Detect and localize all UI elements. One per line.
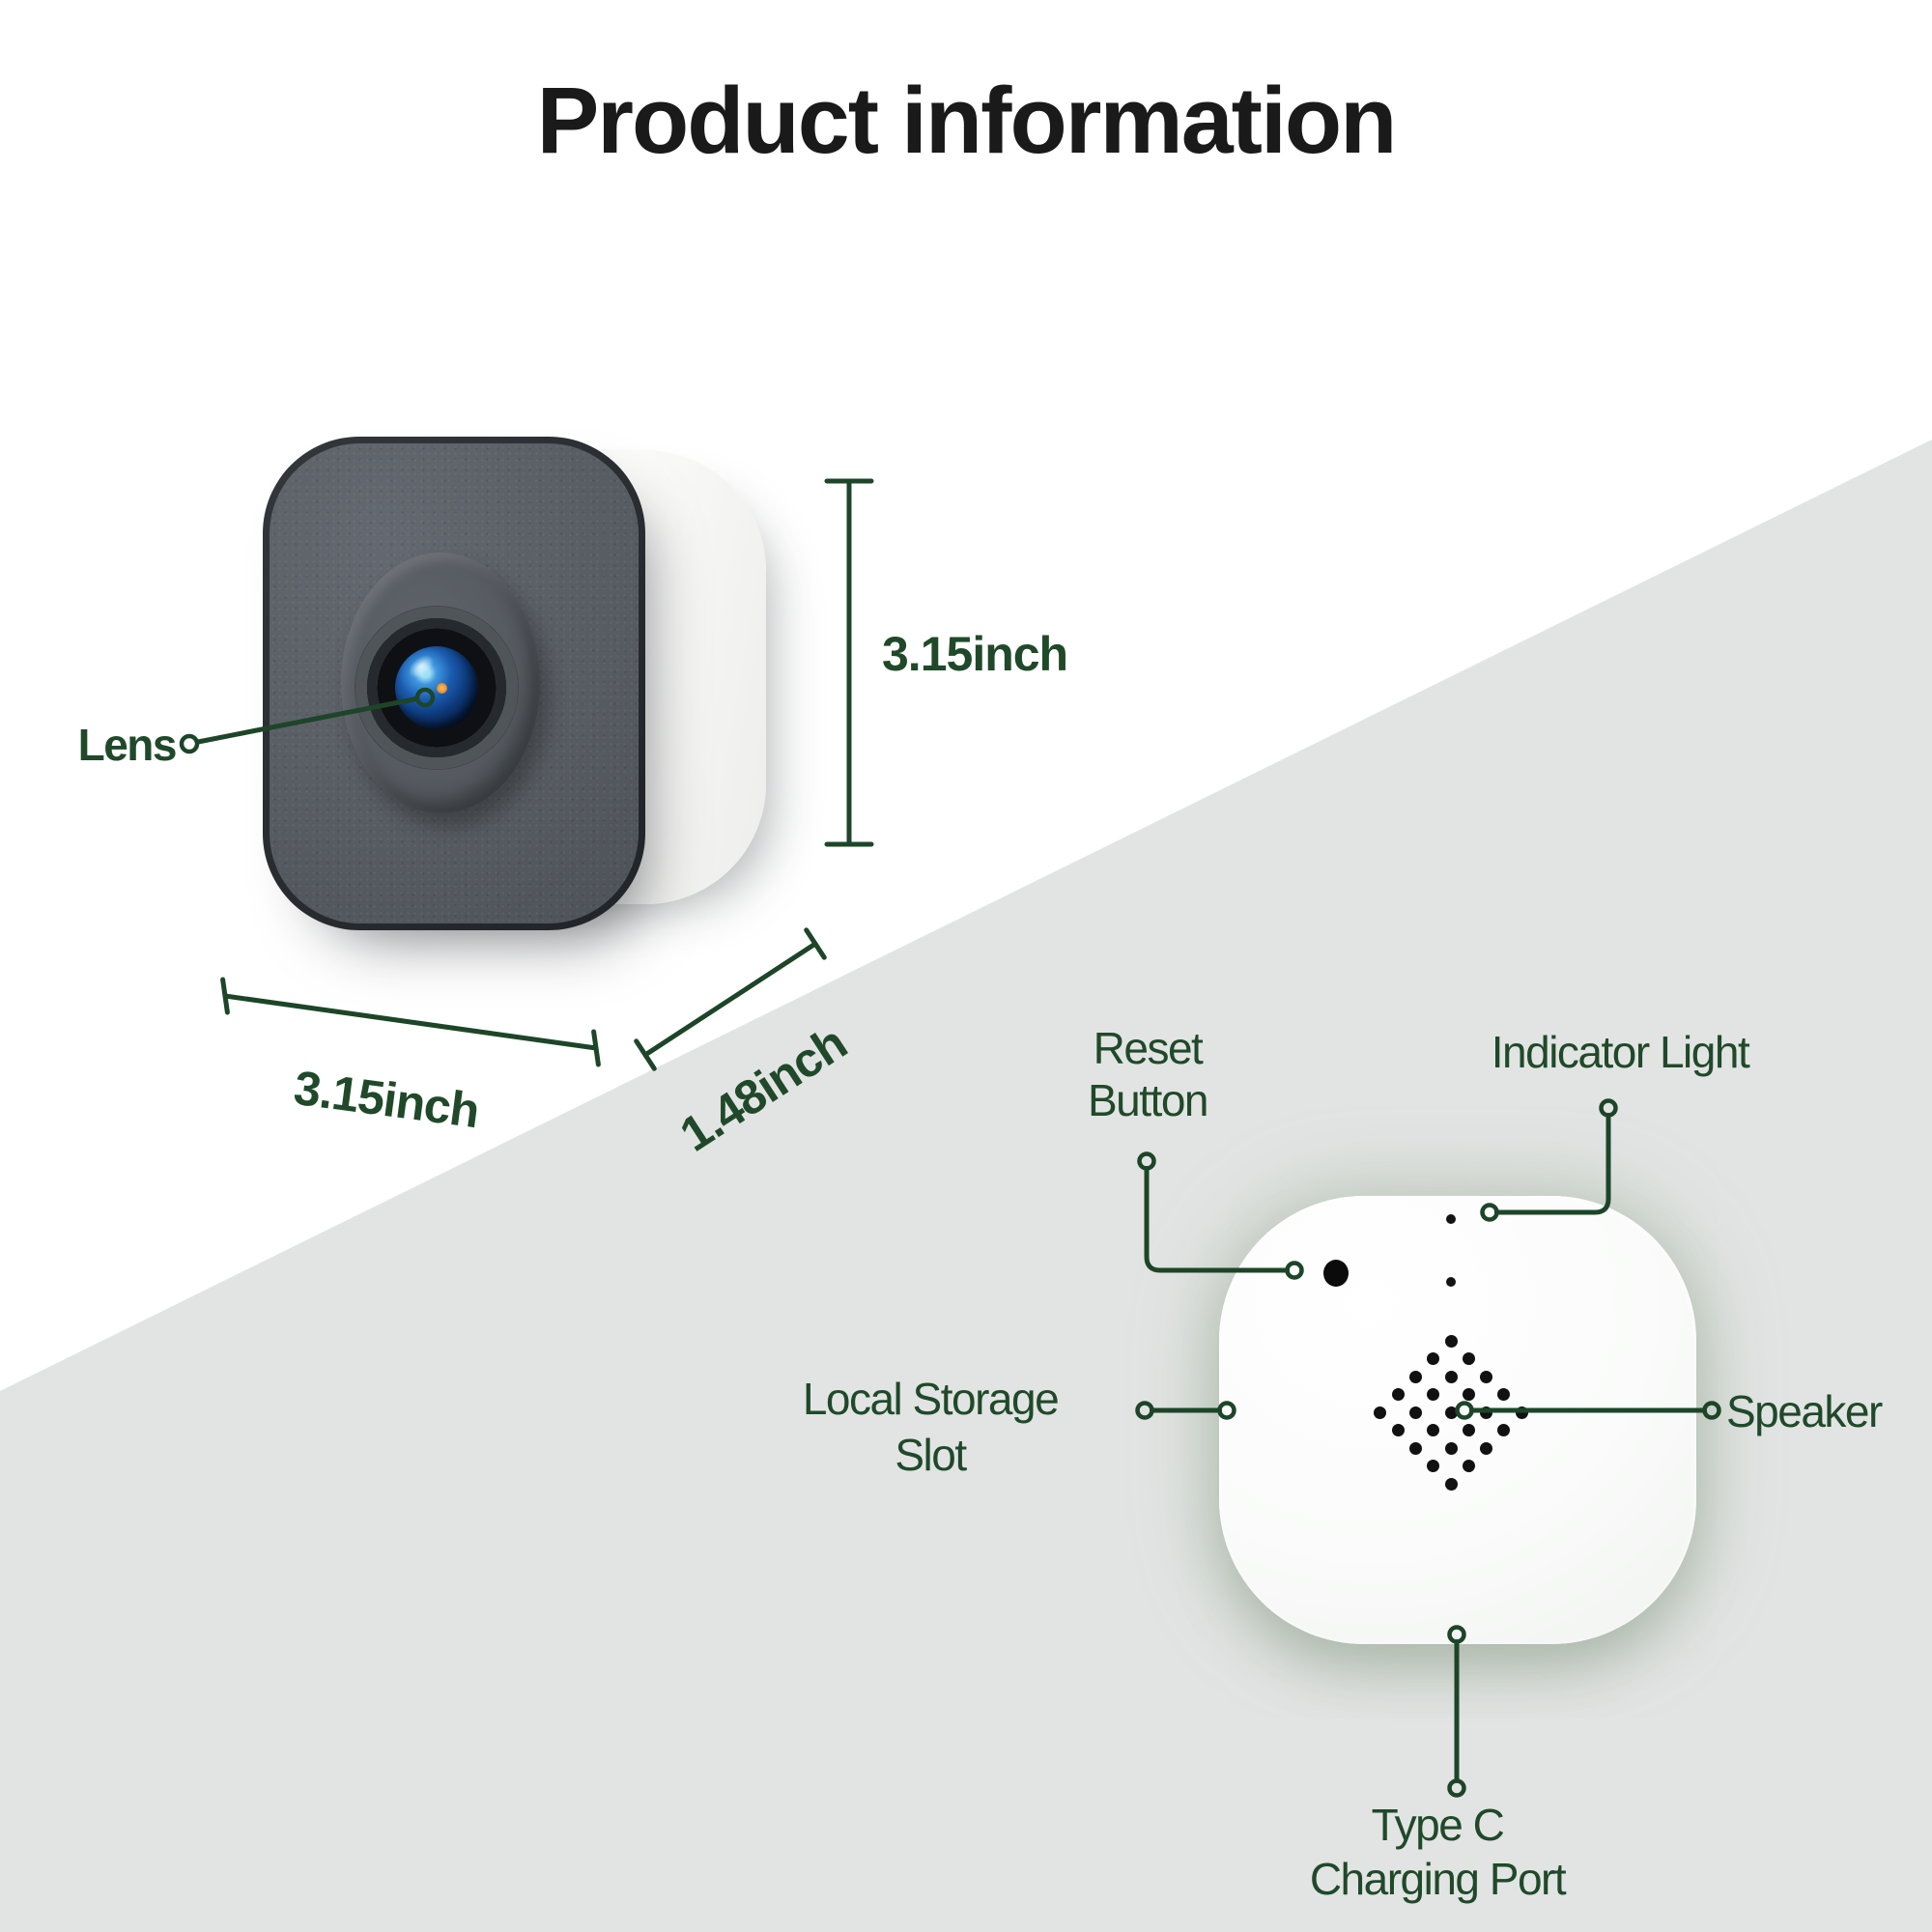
speaker-hole-dot bbox=[1480, 1441, 1493, 1455]
mic-hole-dot-icon bbox=[1446, 1277, 1456, 1287]
speaker-hole-dot bbox=[1480, 1370, 1493, 1383]
reset-button-label-line2: Button bbox=[1088, 1075, 1209, 1125]
speaker-hole-dot bbox=[1408, 1406, 1422, 1419]
height-dimension-line bbox=[824, 478, 874, 847]
speaker-hole-dot bbox=[1462, 1460, 1475, 1472]
speaker-hole-dot bbox=[1391, 1388, 1405, 1401]
reset-button-label-line1: Reset bbox=[1093, 1023, 1204, 1073]
speaker-hole-dot bbox=[1444, 1334, 1458, 1348]
speaker-hole-dot bbox=[1462, 1424, 1475, 1436]
speaker-hole-dot bbox=[1462, 1352, 1475, 1365]
speaker-hole-dot bbox=[1408, 1441, 1422, 1455]
speaker-hole-dot bbox=[1427, 1460, 1440, 1472]
speaker-hole-dot bbox=[1462, 1388, 1475, 1401]
speaker-hole-dot bbox=[1391, 1424, 1405, 1436]
type-c-label-line2: Charging Port bbox=[1309, 1854, 1567, 1904]
width-dimension-line bbox=[220, 977, 601, 1067]
reset-button-label: Reset Button bbox=[1022, 1022, 1273, 1126]
speaker-hole-dot bbox=[1497, 1388, 1511, 1401]
type-c-charging-port-label: Type C Charging Port bbox=[1196, 1798, 1679, 1906]
lens-label: Lens bbox=[77, 720, 178, 770]
speaker-hole-dot bbox=[1444, 1441, 1458, 1455]
speaker-hole-dot bbox=[1374, 1406, 1387, 1419]
speaker-label: Speaker bbox=[1726, 1386, 1883, 1436]
speaker-hole-dot bbox=[1408, 1370, 1422, 1383]
height-dimension-label: 3.15inch bbox=[882, 627, 1068, 681]
speaker-grid-icon bbox=[1354, 1316, 1548, 1509]
local-storage-label-line1: Local Storage bbox=[802, 1374, 1060, 1424]
reset-button-hole-icon bbox=[1323, 1260, 1349, 1287]
page-title: Product information bbox=[536, 68, 1398, 173]
speaker-hole-dot bbox=[1427, 1388, 1440, 1401]
indicator-light-label: Indicator Light bbox=[1491, 1027, 1750, 1077]
local-storage-label-line2: Slot bbox=[895, 1430, 967, 1480]
indicator-light-dot-icon bbox=[1446, 1214, 1456, 1224]
speaker-hole-dot bbox=[1444, 1370, 1458, 1383]
speaker-hole-dot bbox=[1427, 1424, 1440, 1436]
local-storage-slot-label: Local Storage Slot bbox=[737, 1371, 1123, 1483]
width-dimension-label: 3.15inch bbox=[291, 1060, 482, 1139]
speaker-hole-dot bbox=[1480, 1406, 1493, 1419]
lens-center-reflection bbox=[437, 683, 447, 694]
type-c-label-line1: Type C bbox=[1371, 1800, 1505, 1850]
speaker-hole-dot bbox=[1497, 1424, 1511, 1436]
speaker-hole-dot bbox=[1515, 1406, 1528, 1419]
speaker-hole-dot bbox=[1427, 1352, 1440, 1365]
speaker-hole-dot bbox=[1444, 1406, 1458, 1419]
speaker-hole-dot bbox=[1444, 1477, 1458, 1491]
